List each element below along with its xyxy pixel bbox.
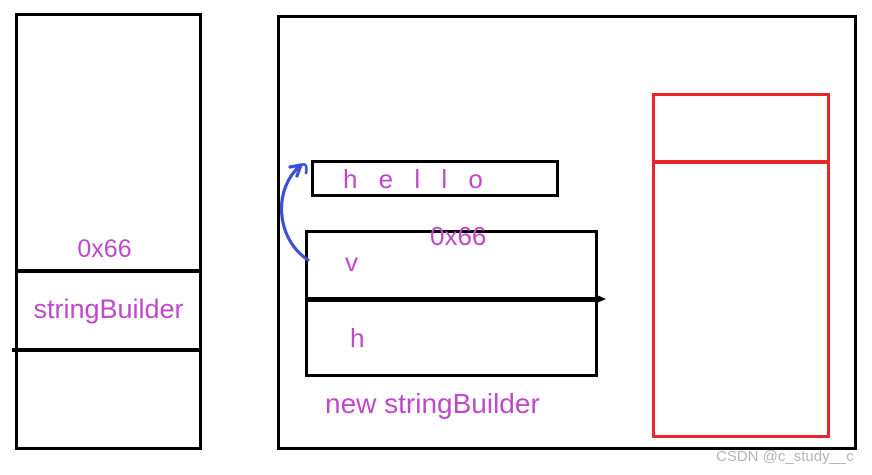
stack-variable-label: stringBuilder	[33, 294, 184, 324]
stack-divider-top	[15, 269, 202, 273]
divider-arrow-tip-icon	[597, 295, 606, 303]
red-divider-line	[655, 160, 827, 164]
builder-caption: new stringBuilder	[325, 388, 540, 419]
builder-field-v: v	[345, 247, 358, 277]
red-highlight-box	[652, 93, 830, 438]
builder-field-h: h	[350, 323, 365, 353]
stack-variable-box: 0x66 stringBuilder	[12, 13, 202, 450]
heap-region-box	[277, 15, 857, 450]
builder-address-value: 0x66	[430, 221, 487, 251]
pointer-arrow-icon	[280, 163, 310, 262]
stack-address-value: 0x66	[77, 235, 132, 263]
watermark-text: CSDN @c_study__c	[716, 448, 854, 465]
builder-object-box: v h	[305, 230, 606, 377]
builder-divider-line	[305, 297, 598, 302]
hello-string-label: h e l l o	[343, 164, 490, 194]
hello-string-box: h e l l o	[311, 160, 559, 197]
stack-divider-bottom	[12, 348, 202, 352]
